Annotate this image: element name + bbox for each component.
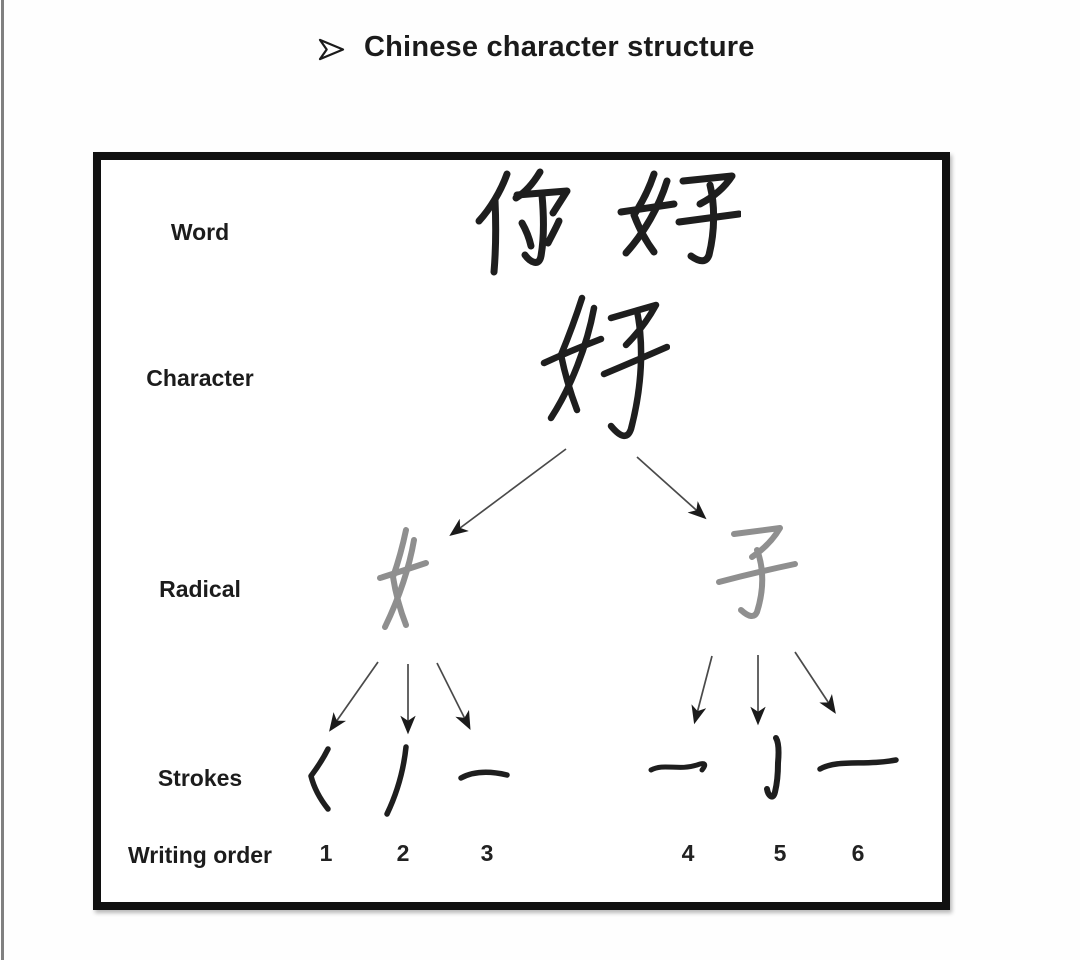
word-characters [470, 166, 741, 283]
order-number-5: 5 [773, 840, 787, 866]
label-character: Character [146, 365, 254, 391]
order-number-6: 6 [851, 840, 865, 866]
left-edge-line [1, 0, 4, 960]
label-word: Word [170, 219, 230, 245]
radical-nv-glyph [370, 527, 440, 637]
order-number-2: 2 [396, 840, 410, 866]
stroke-2-glyph [378, 744, 422, 818]
stroke-3-glyph [457, 758, 511, 790]
radical-zi-glyph [712, 524, 802, 630]
stroke-1-glyph [297, 746, 349, 814]
label-radical: Radical [159, 576, 241, 602]
stroke-5-glyph [756, 734, 796, 810]
label-strokes: Strokes [157, 765, 243, 791]
character-hao-glyph [540, 290, 670, 460]
order-number-1: 1 [319, 840, 333, 866]
order-number-3: 3 [480, 840, 494, 866]
arrowhead-bullet-icon [318, 38, 345, 60]
page-title: Chinese character structure [318, 31, 755, 64]
label-writing-order: Writing order [128, 842, 272, 868]
order-number-4: 4 [681, 840, 695, 866]
stroke-6-glyph [816, 746, 900, 782]
title-text: Chinese character structure [364, 31, 755, 63]
character-ni-glyph [470, 166, 577, 283]
character-hao-word-glyph [617, 166, 741, 282]
stroke-4-glyph [647, 750, 719, 782]
